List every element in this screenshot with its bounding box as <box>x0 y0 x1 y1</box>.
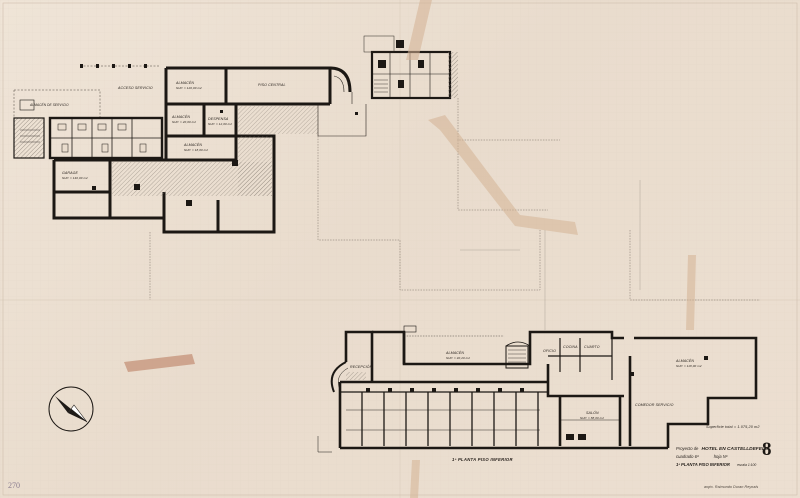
masking-tape <box>406 0 696 498</box>
room-label-dependencia: PISO CENTRAL <box>258 83 286 87</box>
plan-caption: 1ª PLANTA PISO INFERIOR <box>452 457 513 462</box>
room-label-salon: SALÓN <box>586 411 599 415</box>
room-label-despensa: DESPENSA <box>208 117 229 121</box>
red-stamp <box>124 354 195 372</box>
room-label-salon-sub: SUP. = 88,00 m2 <box>580 416 605 420</box>
room-label-cuarto: CUARTO <box>584 345 600 349</box>
project-prefix: Proyecto de <box>676 446 699 451</box>
site-lines-solid <box>460 180 641 330</box>
room-label-almacen-sub: SUP. = 40,20 m2 <box>446 356 471 360</box>
area-note: Superficie total = 1.075,20 m2 <box>706 425 760 429</box>
room-label-despensa-sub: SUP. = 12,00 m2 <box>208 122 233 126</box>
room-label-almacen-b: ALMACÉN <box>172 115 191 119</box>
lower-floor-plan <box>317 325 758 453</box>
sheet-number: 8 <box>762 439 772 460</box>
room-label-recepcion: RECEPCIÓN <box>350 365 373 369</box>
title-block: Proyecto de HOTEL EN CASTELLDEFELS cuadr… <box>676 440 796 480</box>
room-label-almacen-a-sub: SUP. = 120,00 m2 <box>176 86 202 90</box>
room-label-almacen-b-sub: SUP. = 20,00 m2 <box>172 120 197 124</box>
north-compass-icon <box>48 386 94 432</box>
room-label-almacen-a: ALMACÉN <box>176 81 195 85</box>
project-name: HOTEL EN CASTELLDEFELS <box>701 447 769 452</box>
room-label-almacen: ALMACÉN <box>446 351 465 355</box>
room-label-oficio: OFICIO <box>543 349 556 353</box>
title-line3-right: escala 1:100 <box>737 463 757 467</box>
room-label-garage-sub: SUP. = 140,00 m2 <box>62 176 88 180</box>
room-label-almacen-c: ALMACÉN <box>184 143 203 147</box>
title-line3: 1ª PLANTA PISO INFERIOR <box>676 462 730 467</box>
room-label-garage: GARAGE <box>62 171 78 175</box>
room-label-comedor: COMEDOR SERVICIO <box>635 403 674 407</box>
room-label-servicio-b: ACCESO SERVICIO <box>118 86 153 90</box>
room-label-almacen-e: ALMACÉN <box>676 359 695 363</box>
architect-signature: arqto. Raimundo Duran Reynals <box>704 485 759 489</box>
room-label-servicio-a: ALMACÉN DE SERVICIO <box>30 103 69 107</box>
title-line2: cuadrado 6ª <box>676 454 699 459</box>
room-label-cocina: COCINA <box>563 345 578 349</box>
upper-floor-plan <box>13 35 458 234</box>
room-label-almacen-e-sub: SUP. = 118,00 m2 <box>676 364 702 368</box>
title-line2-right: hoja Nº <box>713 454 728 459</box>
corner-note: 270 <box>8 481 20 490</box>
room-label-almacen-c-sub: SUP. = 18,00 m2 <box>184 148 209 152</box>
